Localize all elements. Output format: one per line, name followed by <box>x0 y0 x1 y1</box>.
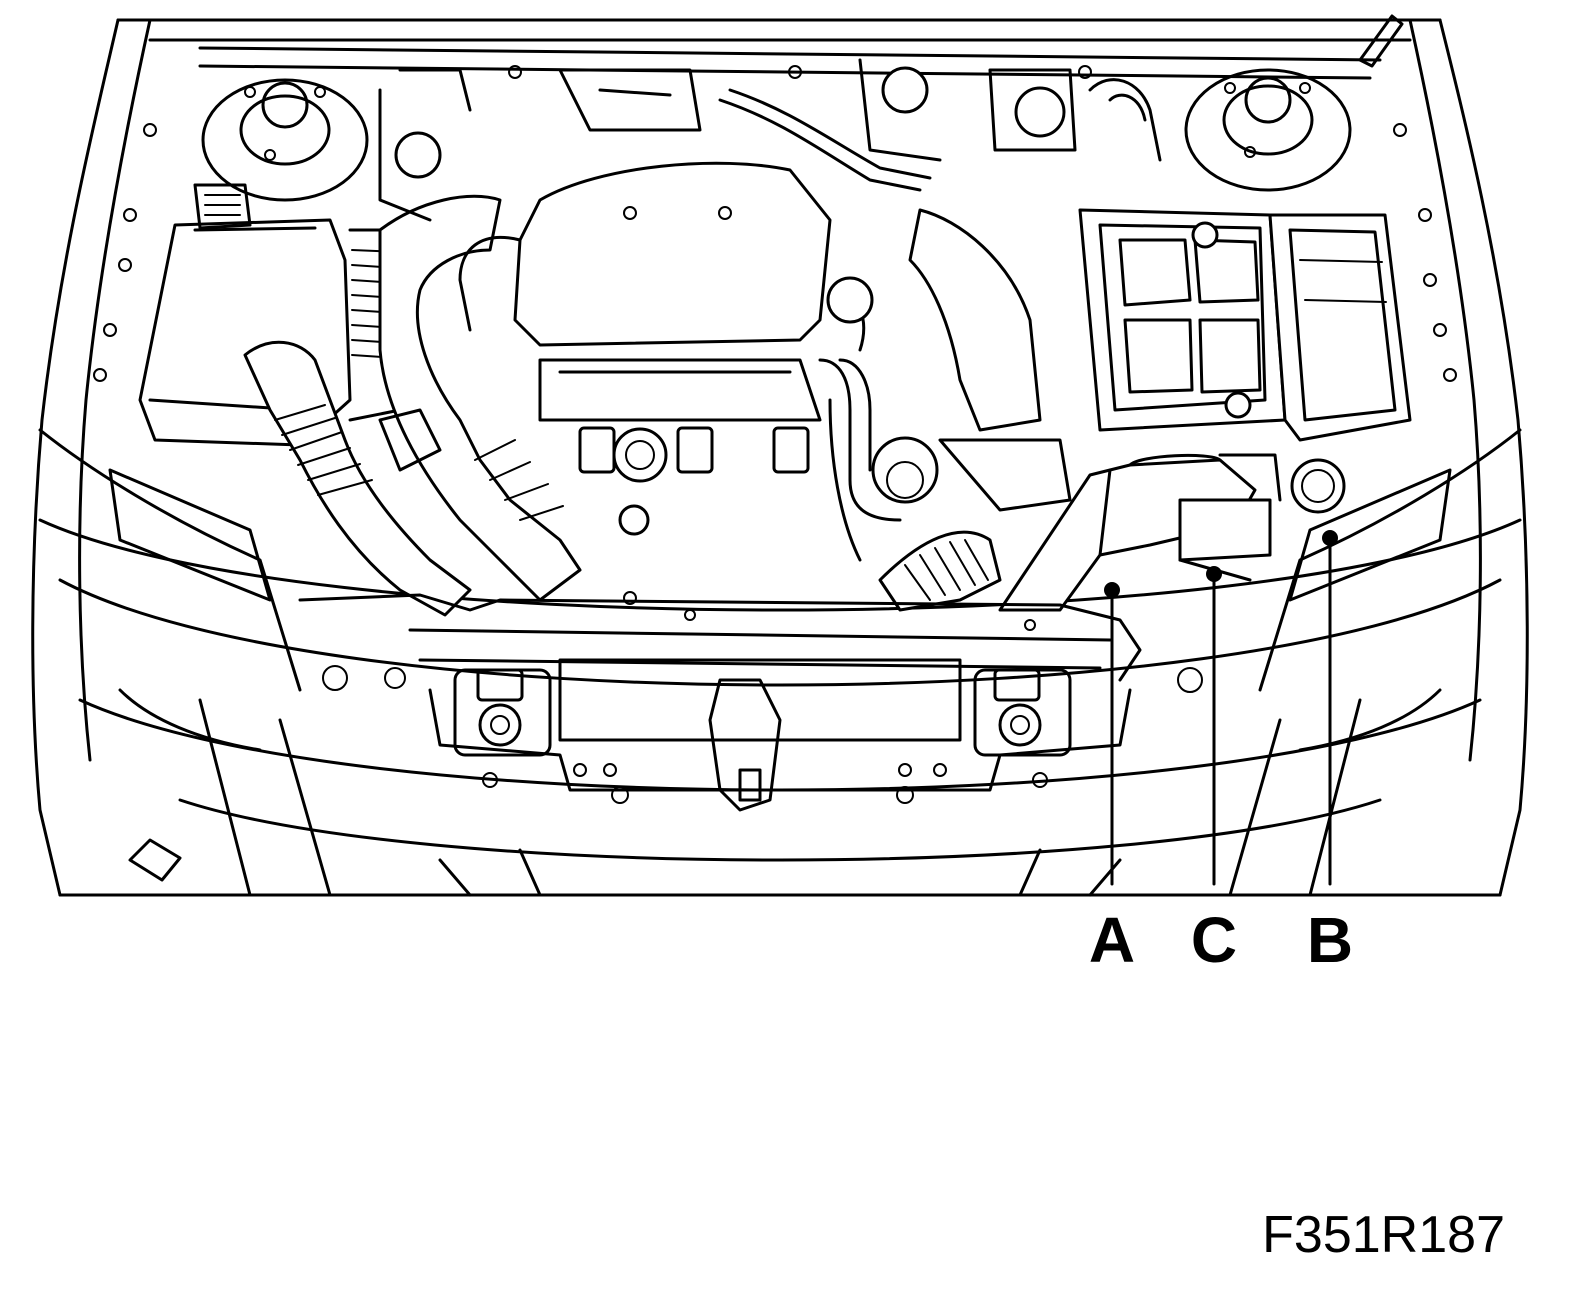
upper-hoses <box>378 58 1162 562</box>
callout-label-c: C <box>1191 904 1237 976</box>
callout-label-b: B <box>1307 904 1353 976</box>
left-strut-tower <box>201 78 369 202</box>
callout-label-a: A <box>1089 904 1135 976</box>
radiator-support <box>298 591 1203 812</box>
callout-leaders <box>1104 530 1338 886</box>
body-outline <box>31 14 1529 897</box>
intake-hose <box>243 194 582 617</box>
engine-cover <box>458 161 874 536</box>
right-strut-tower <box>1184 68 1352 192</box>
mounting-holes <box>93 65 1457 382</box>
coolant-hose <box>878 438 1072 612</box>
part-b-cap <box>1290 458 1346 514</box>
figure-id: F351R187 <box>1262 1206 1505 1264</box>
battery <box>1078 208 1287 432</box>
fuse-box <box>1268 213 1412 442</box>
